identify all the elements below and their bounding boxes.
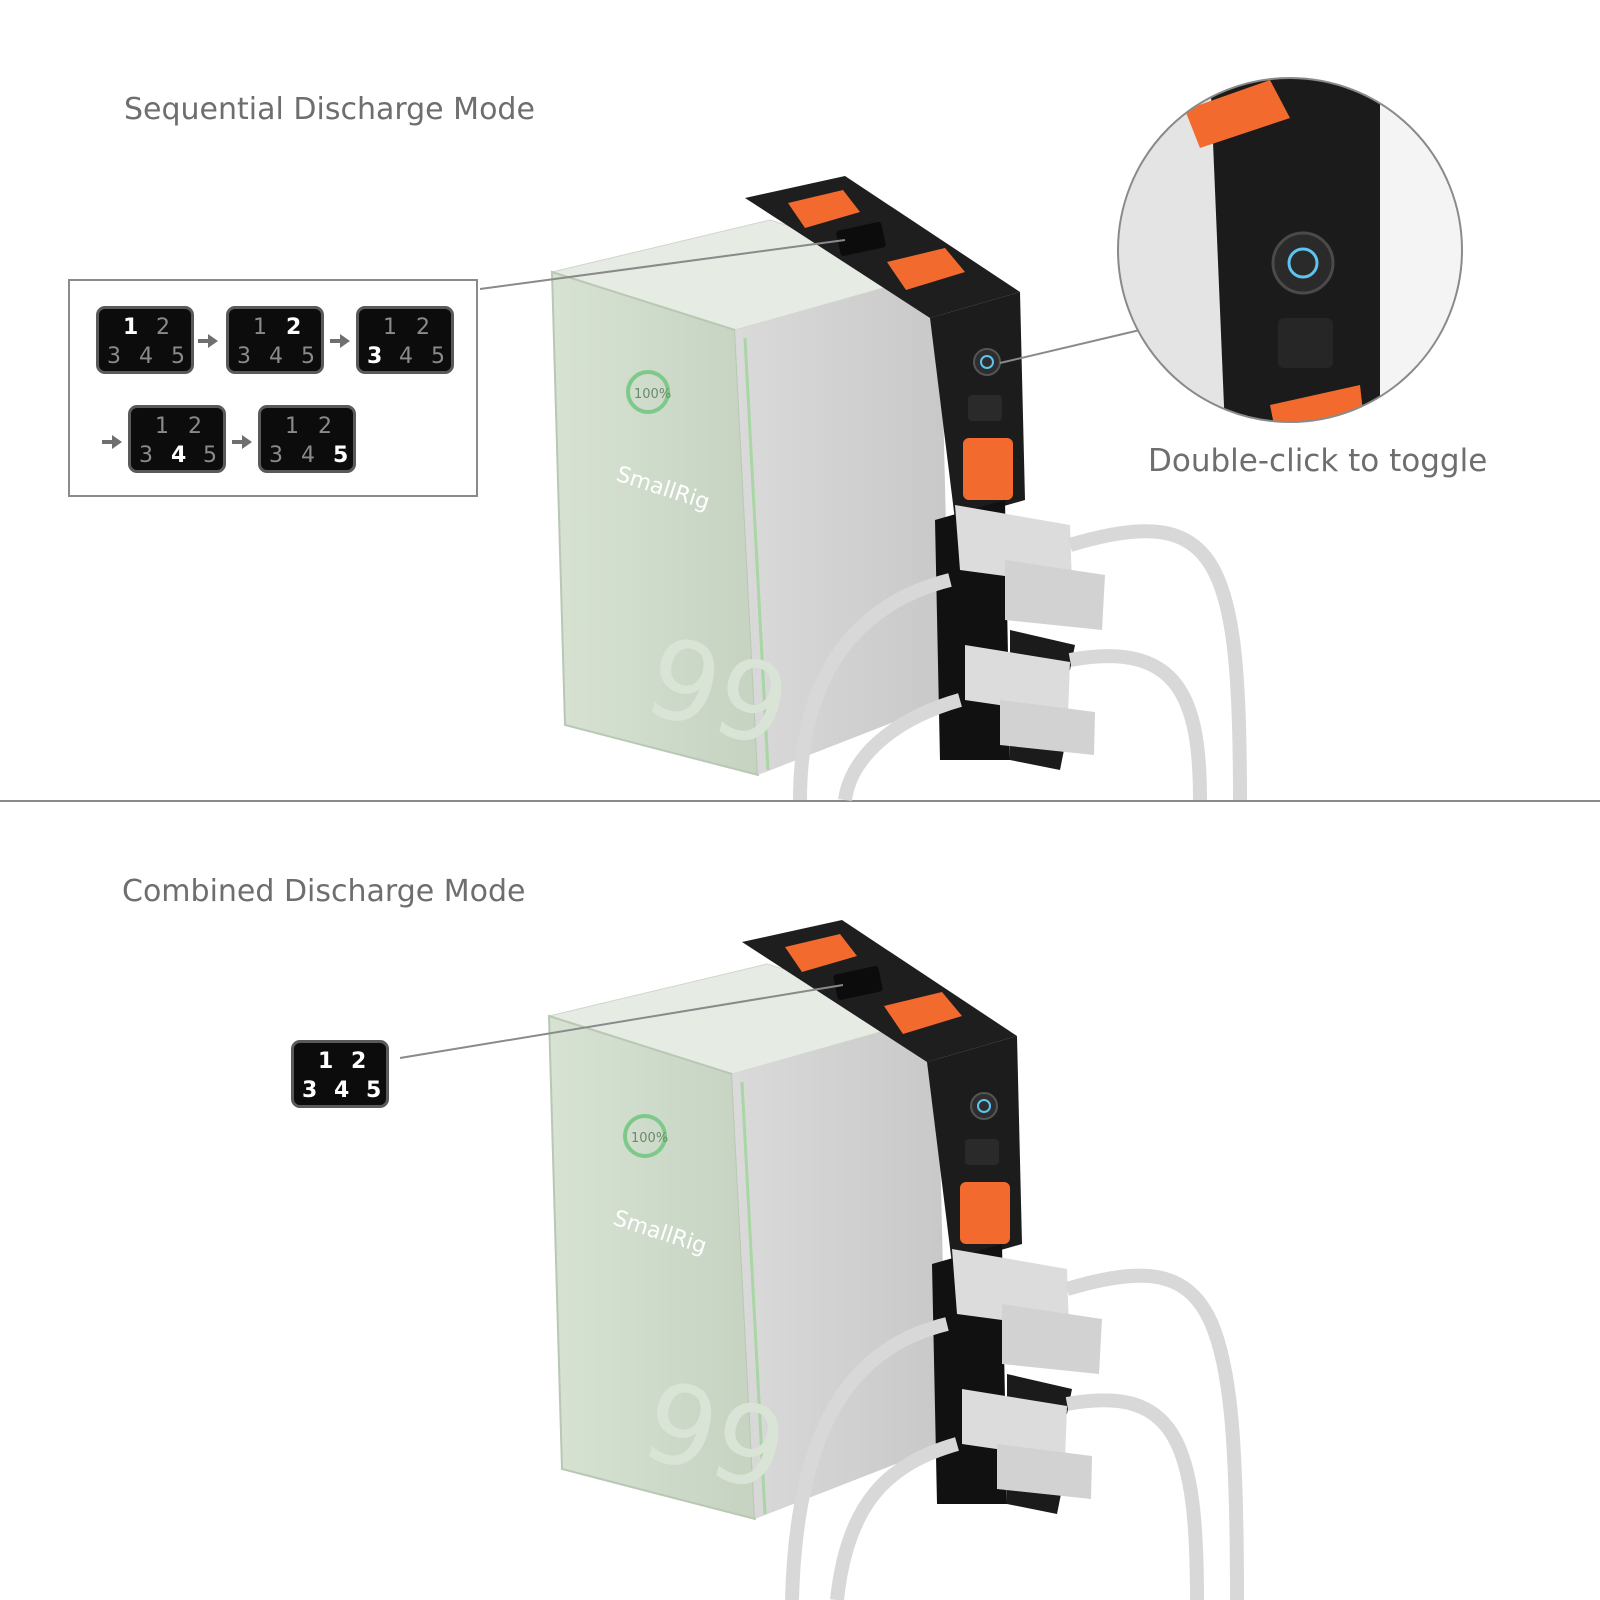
indicator-digit: 4 [301, 443, 315, 468]
indicator-digit: 3 [302, 1078, 318, 1103]
indicator-digit: 1 [123, 315, 139, 340]
indicator-digit: 3 [139, 443, 153, 468]
indicator-digit: 1 [383, 315, 397, 340]
indicator-digit: 4 [171, 443, 187, 468]
indicator-digit: 4 [269, 344, 283, 369]
indicator-digit: 3 [107, 344, 121, 369]
top-product: 100% SmallRig 99 [479, 77, 1463, 802]
battery-level-text: 100% [631, 1131, 668, 1146]
arrow-icon [232, 435, 252, 449]
indicator-digit: 3 [237, 344, 251, 369]
indicator-digit: 5 [203, 443, 217, 468]
indicator-digit: 2 [318, 414, 332, 439]
zoom-circle [1117, 77, 1463, 423]
indicator-digit: 1 [318, 1049, 334, 1074]
indicator-digit: 4 [139, 344, 153, 369]
indicator-digit: 5 [366, 1078, 382, 1103]
combined-indicator: 1 2 3 4 5 [291, 1040, 389, 1108]
arrow-icon [198, 334, 218, 348]
leader-line [399, 984, 844, 1059]
indicator-digit: 2 [416, 315, 430, 340]
panel-divider [0, 800, 1600, 802]
indicator-digit: 1 [155, 414, 169, 439]
indicator-digit: 2 [156, 315, 170, 340]
indicator-digit: 4 [399, 344, 413, 369]
indicator-digit: 2 [286, 315, 302, 340]
sequence-box [68, 279, 478, 497]
bottom-product: 100% SmallRig 99 [547, 920, 1244, 1600]
battery-level-text: 100% [634, 387, 671, 402]
indicator-digit: 3 [367, 344, 383, 369]
indicator-digit: 5 [431, 344, 445, 369]
indicator-digit: 5 [171, 344, 185, 369]
indicator-digit: 3 [269, 443, 283, 468]
indicator-digit: 2 [351, 1049, 367, 1074]
indicator-digit: 4 [334, 1078, 350, 1103]
indicator-digit: 5 [333, 443, 349, 468]
indicator-digit: 1 [285, 414, 299, 439]
arrow-icon [330, 334, 350, 348]
double-click-label: Double-click to toggle [1148, 443, 1488, 479]
indicator-digit: 1 [253, 315, 267, 340]
combined-mode-title: Combined Discharge Mode [122, 874, 526, 909]
indicator-digit: 2 [188, 414, 202, 439]
indicator-digit: 5 [301, 344, 315, 369]
sequential-mode-title: Sequential Discharge Mode [124, 92, 535, 127]
arrow-icon [102, 435, 122, 449]
